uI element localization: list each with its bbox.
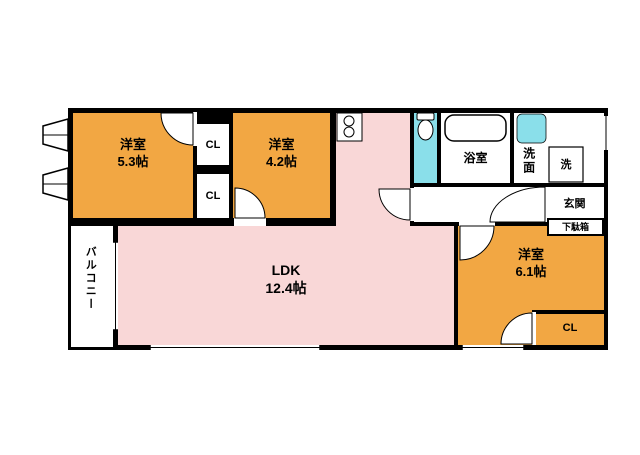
closet-c-label: CL	[562, 322, 578, 334]
bay-window-bottom-icon	[42, 167, 69, 201]
shoe-cabinet: 下駄箱	[547, 218, 604, 236]
balcony-area	[71, 226, 113, 347]
room-closet-b	[197, 174, 229, 218]
washroom-label: 洗面	[521, 147, 536, 175]
closet-a-label: CL	[205, 139, 221, 151]
room-bedroom-c-lower	[458, 310, 532, 345]
bay-window-top-icon	[42, 118, 69, 152]
bathroom-label: 浴室	[463, 151, 488, 165]
room-bathroom	[441, 113, 510, 183]
bedroom-c-label: 洋室 6.1帖	[515, 247, 547, 279]
bedroom-a-label: 洋室 5.3帖	[117, 137, 149, 169]
bedroom-b-label: 洋室 4.2帖	[265, 137, 298, 169]
balcony-label: バルコニー	[84, 246, 97, 311]
shoe-cabinet-label: 下駄箱	[561, 222, 589, 232]
washing-machine-label: 洗	[560, 159, 572, 171]
kitchen-area	[336, 113, 410, 226]
room-toilet	[414, 113, 437, 183]
room-closet-a	[197, 124, 229, 165]
room-ldk	[118, 226, 454, 345]
closet-b-label: CL	[205, 190, 221, 202]
entrance-label: 玄関	[563, 198, 586, 210]
room-closet-c	[536, 314, 604, 345]
ldk-label: LDK 12.4帖	[265, 262, 307, 297]
